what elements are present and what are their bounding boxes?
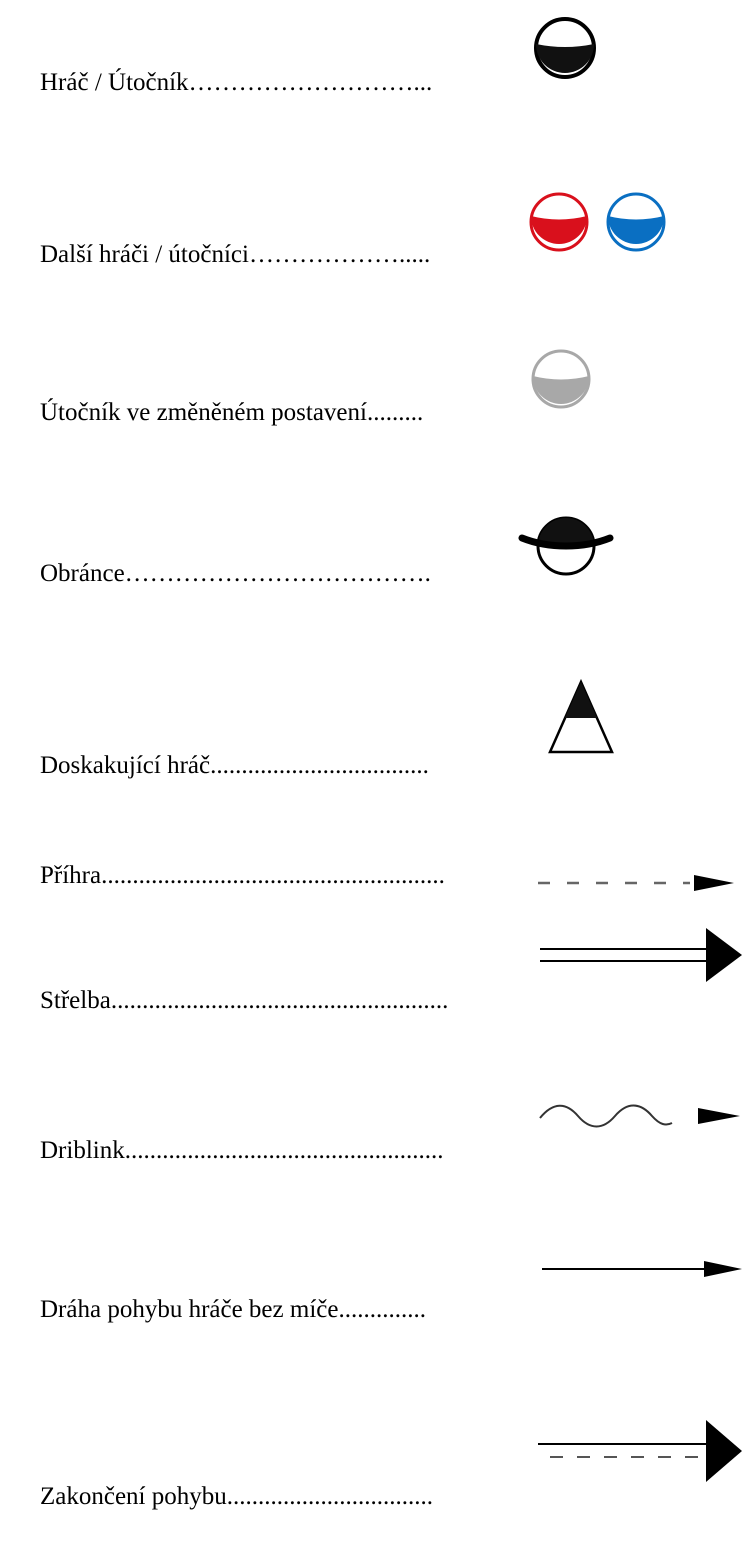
legend-label-dribble: Driblink................................… bbox=[40, 1137, 444, 1164]
pass-arrow-icon bbox=[534, 868, 734, 898]
attacker-icon bbox=[531, 14, 599, 82]
legend-label-shot: Střelba.................................… bbox=[40, 987, 449, 1014]
move-finish-arrow-icon bbox=[536, 1418, 742, 1484]
legend-label-defender: Obránce………………………………. bbox=[40, 560, 431, 587]
blue-attacker-icon bbox=[606, 192, 666, 252]
legend-label-movement: Dráha pohybu hráče bez míče.............… bbox=[40, 1296, 426, 1323]
attacker-changed-position-icon bbox=[528, 346, 594, 412]
other-attackers-icon bbox=[528, 190, 676, 254]
legend-label-attacker: Hráč / Útočník………………………... bbox=[40, 69, 433, 96]
legend-label-other-attackers: Další hráči / útočníci………………..... bbox=[40, 241, 431, 268]
rebounder-icon bbox=[546, 678, 616, 756]
legend-label-pass: Příhra..................................… bbox=[40, 862, 445, 889]
legend-label-attacker-changed-position: Útočník ve změněném postavení......... bbox=[40, 399, 424, 426]
shot-arrow-icon bbox=[538, 926, 742, 986]
red-attacker-icon bbox=[529, 192, 589, 252]
legend-label-rebounder: Doskakující hráč........................… bbox=[40, 752, 429, 779]
defender-icon bbox=[518, 508, 614, 580]
movement-arrow-icon bbox=[540, 1254, 742, 1284]
legend-label-move-finish: Zakončení pohybu........................… bbox=[40, 1483, 434, 1510]
dribble-arrow-icon bbox=[536, 1096, 740, 1136]
